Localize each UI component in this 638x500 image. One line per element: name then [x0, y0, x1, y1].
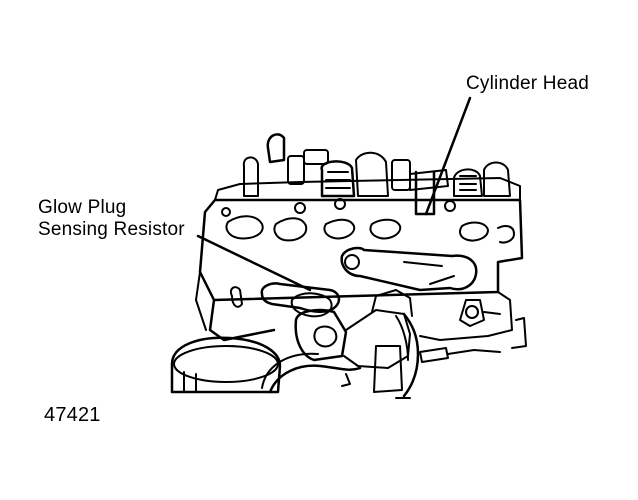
leader-lines [196, 96, 472, 292]
resistor-bracket [340, 246, 478, 292]
glow-plug-label-line1: Glow Plug [38, 197, 127, 218]
engine-block [195, 271, 527, 349]
injection-pump [294, 289, 413, 393]
cylinder-head [198, 177, 524, 302]
figure-number: 47421 [44, 404, 101, 426]
cylinder-head-label: Cylinder Head [466, 73, 589, 94]
sensing-resistor [260, 282, 341, 318]
rocker-assembly [221, 133, 511, 217]
wiring-harness [261, 312, 501, 399]
glow-plug-label-line2: Sensing Resistor [38, 219, 185, 240]
